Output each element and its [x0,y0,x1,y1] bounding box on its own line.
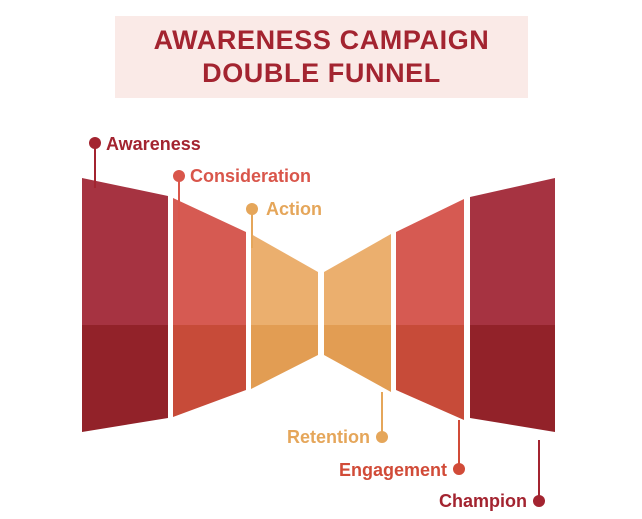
connector-dot-consideration [173,170,185,182]
segment-upper [251,234,318,325]
funnel-segment-consideration [173,198,246,417]
segment-lower [82,325,168,432]
connector-dot-champion [533,495,545,507]
segment-upper [396,199,464,325]
segment-upper [173,198,246,325]
stage-label-engagement: Engagement [339,460,448,480]
segment-lower [173,325,246,417]
funnel-segment-champion [470,178,555,432]
stage-label-consideration: Consideration [190,166,312,186]
funnel-segment-action [251,234,318,389]
funnel-segment-engagement [396,199,464,420]
segment-upper [470,178,555,325]
stage-label-action: Action [266,199,322,219]
connector-dot-retention [376,431,388,443]
segment-upper [324,234,391,325]
segment-lower [251,325,318,389]
segment-lower [324,325,391,392]
segment-upper [82,178,168,325]
title-line-2: DOUBLE FUNNEL [202,58,441,88]
title-line-1: AWARENESS CAMPAIGN [153,25,490,56]
stage-label-retention: Retention [287,427,370,447]
stage-label-awareness: Awareness [106,134,201,154]
segment-lower [396,325,464,420]
connector-dot-engagement [453,463,465,475]
title-banner: AWARENESS CAMPAIGN DOUBLE FUNNEL [115,16,528,98]
connector-dot-awareness [89,137,101,149]
stage-label-champion: Champion [439,491,527,511]
connector-dot-action [246,203,258,215]
segment-lower [470,325,555,432]
funnel-segment-awareness [82,178,168,432]
funnel-segment-retention [324,234,391,392]
